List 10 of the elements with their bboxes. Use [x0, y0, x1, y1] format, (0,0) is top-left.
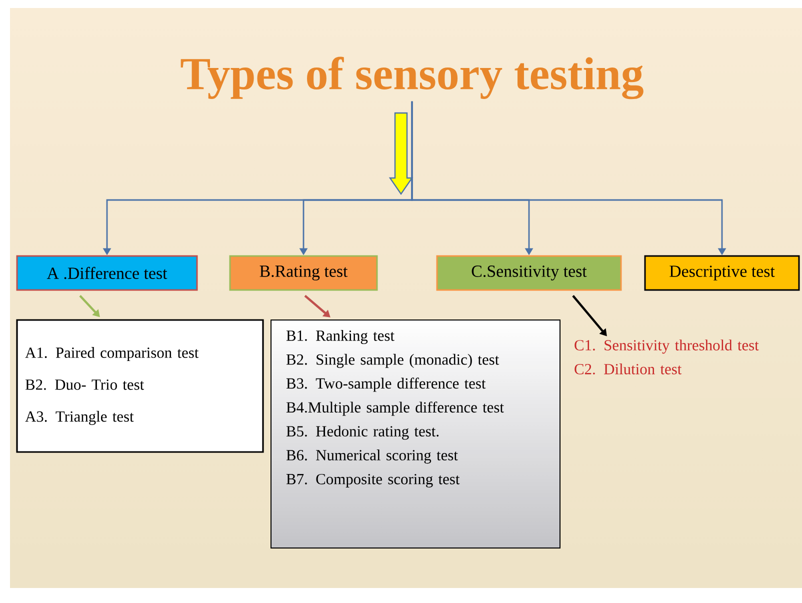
list-text: C1. Sensitivity threshold test C2. Dilution test [574, 340, 759, 374]
category-box: B.Rating test [229, 255, 378, 291]
category-box: A .Difference test [16, 255, 198, 291]
category-box: Descriptive test [644, 255, 800, 291]
title-text: Types of sensory testing [180, 56, 644, 100]
arrow [304, 294, 330, 318]
list-box: A1. Paired comparison test B2. Duo- Trio test A3. Triangle test [16, 319, 264, 453]
category-box: C.Sensitivity test [436, 255, 622, 291]
list-box: B1. Ranking test B2. Single sample (monadic) test B3. Two-sample difference test B4.Multiple sample difference test B5. Hedonic rating test. B6. Numerical scoring test B7. Composite scoring test [270, 320, 560, 548]
block-arrow [388, 112, 414, 196]
